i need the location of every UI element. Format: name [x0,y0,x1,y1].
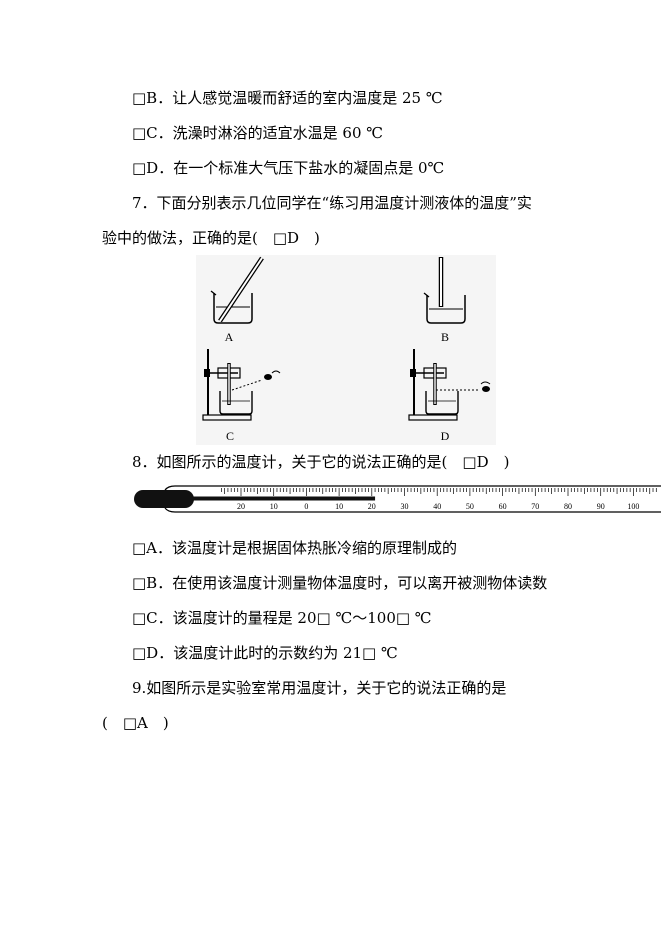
thermometer-scale-label: 20 [237,502,245,511]
figure-d-stand [408,349,491,421]
thermometer-scale-label: 80 [564,502,572,511]
thermometer-scale-label: 10 [335,502,343,511]
q7-stem-line-1: 7．下面分别表示几位同学在“练习用温度计测液体的温度”实 [132,194,532,212]
q6-option-d: □D．在一个标准大气压下盐水的凝固点是 0℃ [132,159,445,177]
thermometer-scale-label: 0 [304,502,308,511]
eye-icon [482,386,490,392]
q8-stem: 8．如图所示的温度计，关于它的说法正确的是( □D ) [132,453,510,471]
thermometer-bulb [134,490,194,508]
thermometer-scale-label: 40 [433,502,441,511]
q8-option-b: □B．在使用该温度计测量物体温度时，可以离开被测物体读数 [132,574,548,592]
thermometer-scale-label: 50 [466,502,474,511]
eye-icon [264,374,272,380]
thermometer-scale-label: 60 [499,502,507,511]
q9-stem: 9.如图所示是实验室常用温度计，关于它的说法正确的是 [132,679,507,697]
thermometer-scale-label: 90 [597,502,605,511]
q8-option-c: □C．该温度计的量程是 20□ ℃～100□ ℃ [132,609,432,627]
q7-stem-line-2: 验中的做法，正确的是( □D ) [102,229,320,247]
thermometer-liquid-column [180,496,376,501]
q7-figure: A B C D [196,255,496,445]
thermometer-scale-label: 70 [531,502,539,511]
figure-a-beaker [210,256,264,324]
thermometer-scale-label: 100 [627,502,639,511]
figure-label-c: C [226,429,234,443]
thermometer-scale-label: 30 [401,502,409,511]
q8-option-d: □D．该温度计此时的示数约为 21□ ℃ [132,644,398,662]
thermometer-scale-label: 20 [368,502,376,511]
q6-option-b: □B．让人感觉温暖而舒适的室内温度是 25 ℃ [132,89,443,107]
figure-b-beaker [423,257,466,324]
figure-label-d: D [441,429,450,443]
q8-option-a: □A．该温度计是根据固体热胀冷缩的原理制成的 [132,539,458,557]
figure-c-stand [202,349,281,421]
figure-label-a: A [225,330,234,344]
q6-option-c: □C．洗澡时淋浴的适宜水温是 60 ℃ [132,124,384,142]
figure-label-b: B [441,330,449,344]
q9-answer: ( □A ) [102,714,169,732]
thermometer-scale-label: 10 [270,502,278,511]
